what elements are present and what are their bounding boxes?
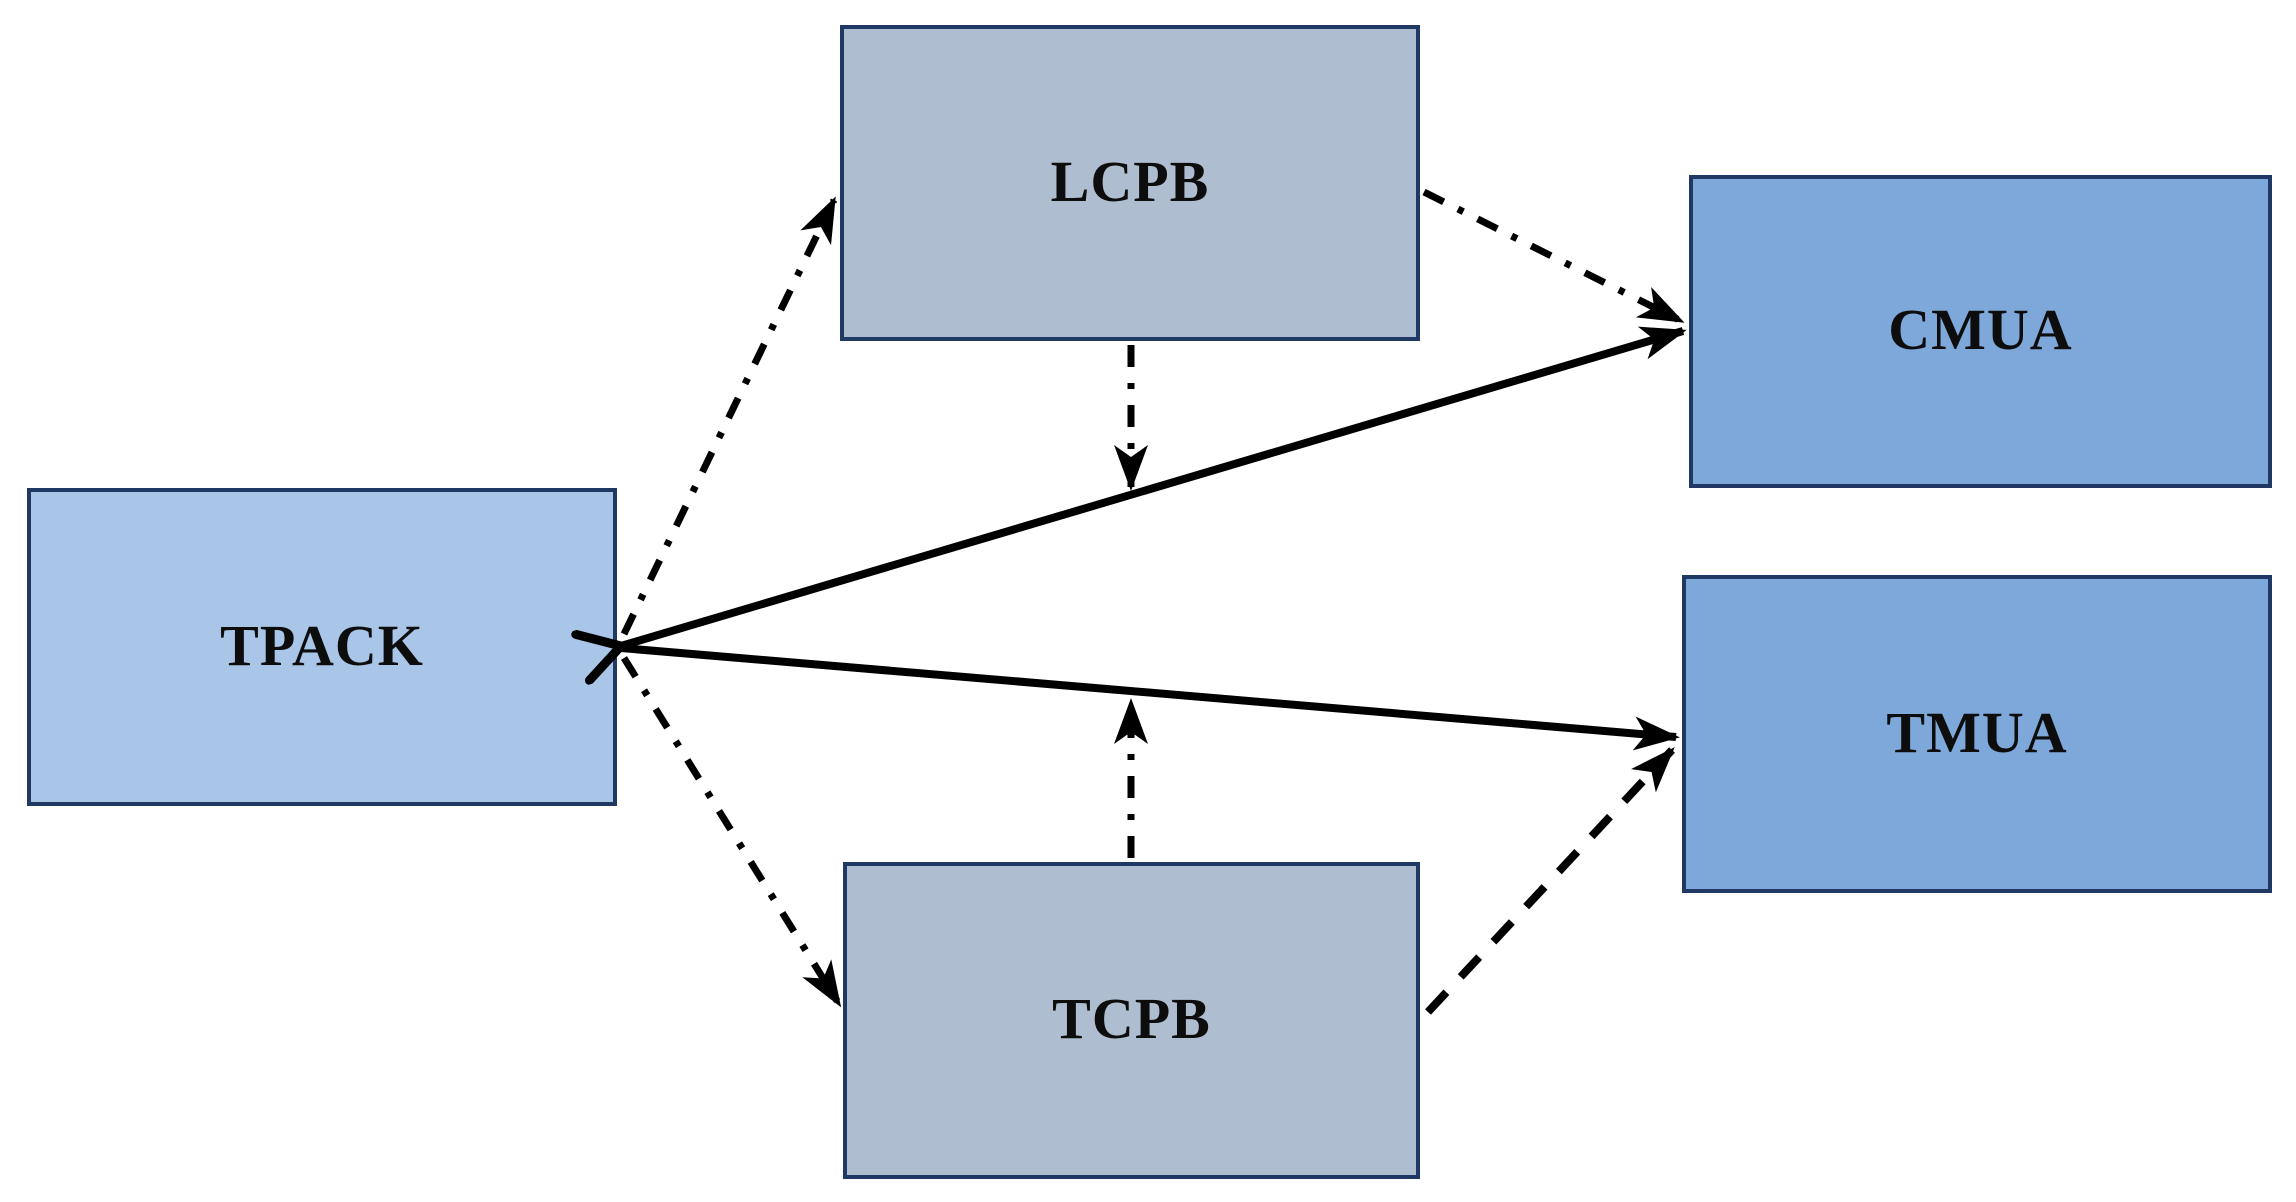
node-tcpb: TCPB bbox=[843, 862, 1420, 1179]
arrow-tpack-tcpb bbox=[621, 656, 842, 1008]
arrow-tpack-tmua bbox=[620, 644, 1680, 751]
node-lcpb-label: LCPB bbox=[1050, 148, 1210, 214]
node-cmua-label: CMUA bbox=[1888, 297, 2073, 362]
arrow-lcpb-cmua bbox=[1422, 188, 1685, 325]
arrow-tpack-lcpb bbox=[620, 196, 838, 636]
node-tcpb-label: TCPB bbox=[1052, 986, 1211, 1051]
node-tpack-label: TPACK bbox=[220, 612, 424, 678]
node-lcpb: LCPB bbox=[840, 25, 1420, 341]
node-tpack: TPACK bbox=[27, 488, 617, 806]
arrow-tpack-cmua bbox=[621, 331, 1683, 646]
node-tmua: TMUA bbox=[1682, 575, 2272, 893]
node-tmua-label: TMUA bbox=[1886, 699, 2068, 765]
arrow-tcpb-tmua bbox=[1425, 747, 1675, 1015]
node-cmua: CMUA bbox=[1689, 175, 2272, 488]
